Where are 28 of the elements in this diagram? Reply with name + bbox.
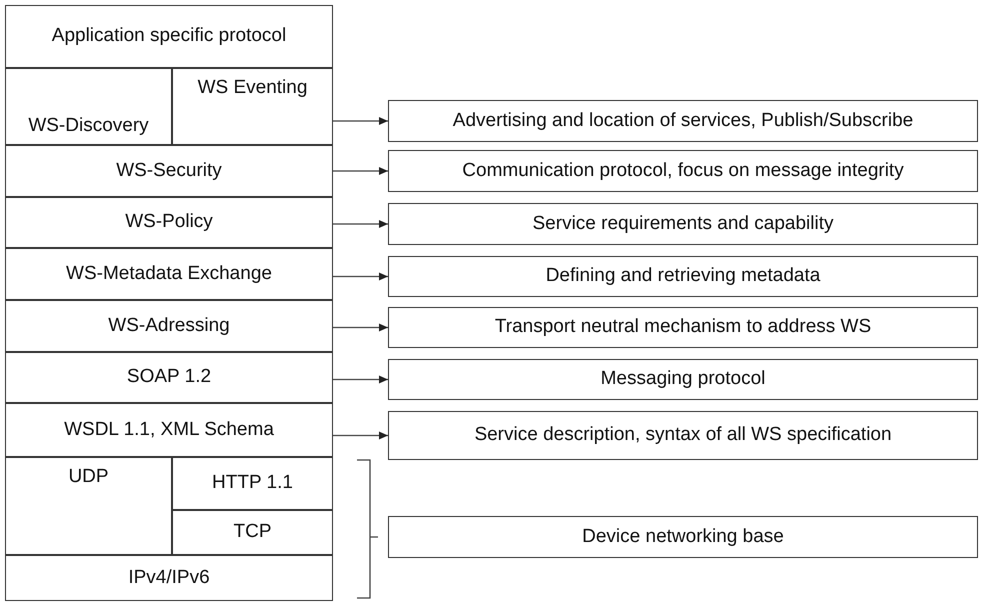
arrow bbox=[333, 220, 388, 228]
description-box: Service requirements and capability bbox=[388, 203, 978, 245]
protocol-layer: Application specific protocol bbox=[5, 5, 333, 68]
description-box: Device networking base bbox=[388, 516, 978, 558]
protocol-layer: HTTP 1.1 bbox=[172, 457, 333, 510]
protocol-layer: IPv4/IPv6 bbox=[5, 555, 333, 601]
arrow bbox=[333, 376, 388, 384]
protocol-layer: WS-Security bbox=[5, 145, 333, 197]
description-box: Communication protocol, focus on message integrity bbox=[388, 150, 978, 192]
description-box: Messaging protocol bbox=[388, 359, 978, 400]
arrow bbox=[333, 324, 388, 332]
arrow bbox=[333, 432, 388, 440]
protocol-layer: WS-Metadata Exchange bbox=[5, 248, 333, 300]
description-box: Defining and retrieving metadata bbox=[388, 256, 978, 297]
arrow bbox=[333, 167, 388, 175]
protocol-layer: WS Eventing bbox=[172, 68, 333, 145]
arrow bbox=[333, 117, 388, 125]
protocol-layer: TCP bbox=[172, 510, 333, 555]
protocol-layer: SOAP 1.2 bbox=[5, 352, 333, 403]
description-box: Transport neutral mechanism to address WS bbox=[388, 307, 978, 348]
description-box: Advertising and location of services, Publish/Subscribe bbox=[388, 100, 978, 142]
protocol-layer: UDP bbox=[5, 457, 172, 555]
description-box: Service description, syntax of all WS specification bbox=[388, 411, 978, 460]
protocol-layer: WSDL 1.1, XML Schema bbox=[5, 403, 333, 457]
arrow bbox=[333, 272, 388, 280]
protocol-layer: WS-Discovery bbox=[5, 68, 172, 145]
protocol-layer: WS-Policy bbox=[5, 197, 333, 248]
protocol-layer: WS-Adressing bbox=[5, 300, 333, 352]
